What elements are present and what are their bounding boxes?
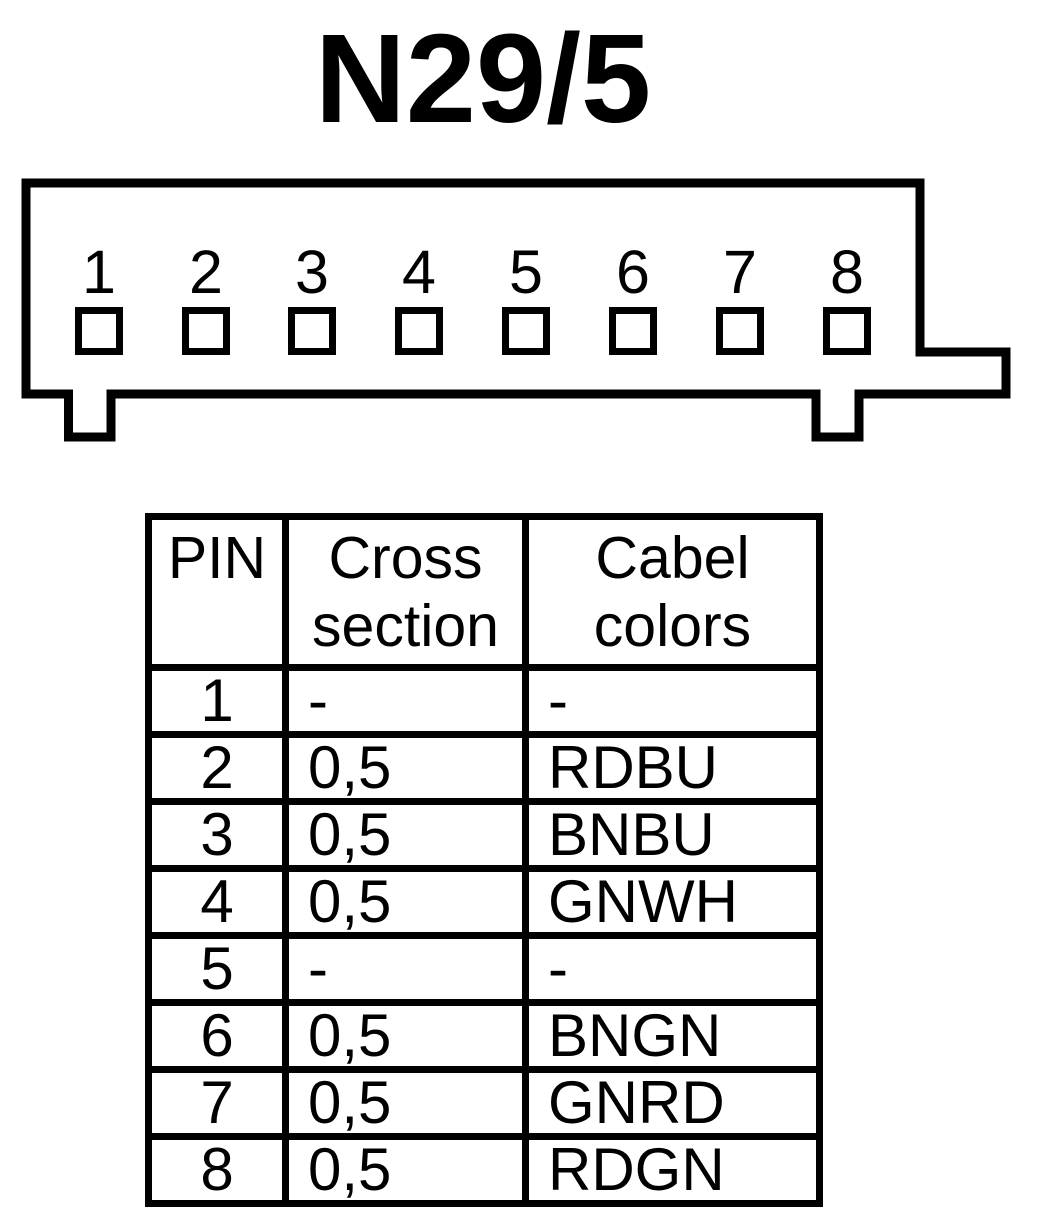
cell-cross-section: 0,5 (282, 999, 529, 1073)
connector-outline-path (21, 178, 1011, 442)
table-row: 3 0,5 BNBU (145, 798, 823, 872)
cell-pin: 1 (145, 664, 289, 738)
header-line: Cross (328, 525, 483, 591)
pin-number: 7 (723, 238, 757, 306)
table-row: 8 0,5 RDGN (145, 1133, 823, 1207)
pin-table: PIN Cross section Cabel colors 1 - - 2 (145, 513, 823, 1207)
cell-cross-section: 0,5 (282, 731, 529, 805)
cell-pin: 4 (145, 865, 289, 939)
cell-cross-section: - (282, 664, 529, 738)
header-line: colors (593, 593, 752, 659)
table-row: 4 0,5 GNWH (145, 865, 823, 939)
cell-cross-section: 0,5 (282, 1066, 529, 1140)
pin-slot-icon (823, 307, 871, 355)
pin-number: 2 (189, 238, 223, 306)
cell-cable-color: - (522, 664, 823, 738)
page-title: N29/5 (314, 8, 652, 149)
pin-slot-icon (609, 307, 657, 355)
cell-cross-section: 0,5 (282, 865, 529, 939)
pin-3: 3 (277, 240, 347, 355)
table-row: 5 - - (145, 932, 823, 1006)
table-row: 6 0,5 BNGN (145, 999, 823, 1073)
pin-5: 5 (491, 240, 561, 355)
cell-cable-color: GNWH (522, 865, 823, 939)
cell-pin: 8 (145, 1133, 289, 1207)
table-row: 7 0,5 GNRD (145, 1066, 823, 1140)
cell-cross-section: 0,5 (282, 798, 529, 872)
pin-slot-icon (288, 307, 336, 355)
pin-slot-icon (75, 307, 123, 355)
cell-pin: 2 (145, 731, 289, 805)
table-row: 1 - - (145, 664, 823, 738)
cell-cable-color: RDGN (522, 1133, 823, 1207)
pin-8: 8 (812, 240, 882, 355)
cell-cable-color: RDBU (522, 731, 823, 805)
pin-number: 6 (616, 238, 650, 306)
pin-number: 1 (82, 238, 116, 306)
pin-slot-icon (502, 307, 550, 355)
col-header-pin: PIN (145, 513, 289, 671)
pin-number: 3 (295, 238, 329, 306)
pin-number: 8 (830, 238, 864, 306)
pin-7: 7 (705, 240, 775, 355)
connector-diagram (21, 178, 1011, 442)
cell-pin: 7 (145, 1066, 289, 1140)
cell-cable-color: BNBU (522, 798, 823, 872)
header-line: PIN (167, 525, 267, 591)
pin-4: 4 (384, 240, 454, 355)
pin-6: 6 (598, 240, 668, 355)
cell-pin: 3 (145, 798, 289, 872)
pin-slot-icon (182, 307, 230, 355)
pin-slot-icon (395, 307, 443, 355)
cell-pin: 6 (145, 999, 289, 1073)
header-line: Cabel (595, 525, 750, 591)
cell-pin: 5 (145, 932, 289, 1006)
pin-1: 1 (64, 240, 134, 355)
pin-slot-icon (716, 307, 764, 355)
pin-2: 2 (171, 240, 241, 355)
cell-cable-color: BNGN (522, 999, 823, 1073)
cell-cable-color: GNRD (522, 1066, 823, 1140)
header-line: section (312, 593, 499, 659)
table-row: 2 0,5 RDBU (145, 731, 823, 805)
cell-cable-color: - (522, 932, 823, 1006)
table-header-row: PIN Cross section Cabel colors (145, 513, 823, 671)
cell-cross-section: 0,5 (282, 1133, 529, 1207)
col-header-cable-colors: Cabel colors (522, 513, 823, 671)
col-header-cross-section: Cross section (282, 513, 529, 671)
pin-number: 5 (509, 238, 543, 306)
pin-number: 4 (402, 238, 436, 306)
cell-cross-section: - (282, 932, 529, 1006)
